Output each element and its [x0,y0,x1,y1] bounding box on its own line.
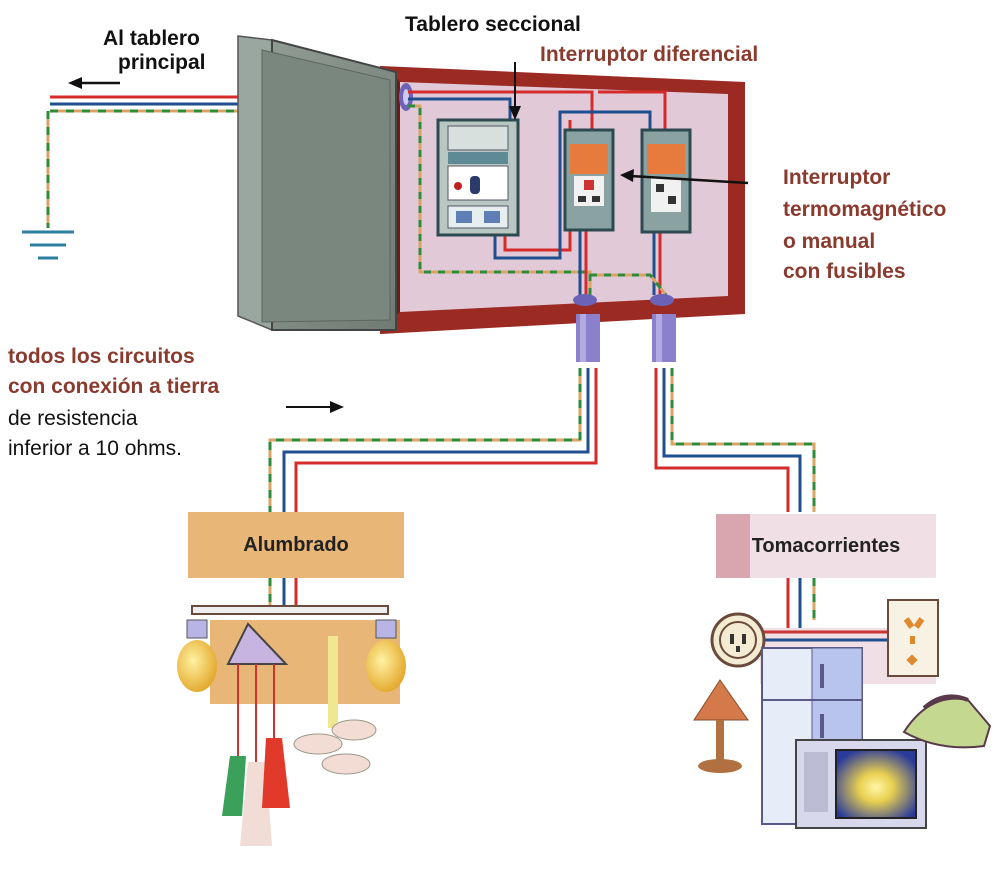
arrow-right-icon [286,401,344,413]
internal-wires [408,90,668,296]
conduit-left [573,294,600,362]
termomagnetico-label-line1: Interruptor [783,166,891,189]
pendant-lamp-icon [293,636,377,775]
tierra-label-line3: de resistencia [8,407,138,430]
pendant-lamp-icon [222,622,290,846]
interruptor-diferencial-label: Interruptor diferencial [540,43,759,66]
lighting-circuit-wires [268,368,598,608]
tierra-label-line1: todos los circuitos [8,345,195,368]
feeder-wires [46,95,240,228]
ground-symbol-icon [22,230,74,260]
arrow-left-icon [620,169,749,185]
al-tablero-label-line2: principal [118,51,206,74]
conduit-right [650,294,676,362]
alumbrado-label: Alumbrado [243,533,349,556]
tierra-label-line4: inferior a 10 ohms. [8,437,182,460]
light-bulb-icon [366,619,406,692]
arrow-down-icon [509,62,521,120]
light-bulb-icon [177,619,217,692]
arrow-left-icon [68,77,120,89]
outlet-icon [887,599,939,677]
tierra-label-line2: con conexión a tierra [8,375,220,398]
alumbrado-box [188,512,404,578]
tomacorrientes-box [716,514,936,578]
termomagnetico-label-line4: con fusibles [783,260,906,283]
iron-icon [902,694,992,749]
termomagnetico-label-line2: termomagnético [783,198,947,221]
microwave-icon [795,739,927,829]
al-tablero-label-line1: Al tablero [103,27,200,50]
thermomagnetic-breaker-1 [563,128,615,232]
termomagnetico-label-line3: o manual [783,230,876,253]
differential-breaker [436,118,520,237]
outlet-icon [710,612,766,668]
table-lamp-icon [693,679,749,773]
tomacorrientes-label: Tomacorrientes [751,534,901,557]
cable-gland [399,83,413,111]
thermomagnetic-breaker-2 [640,128,692,234]
cabinet-door [237,35,397,332]
outlet-circuit-wires [654,368,816,640]
tablero-seccional-label: Tablero seccional [405,13,581,36]
